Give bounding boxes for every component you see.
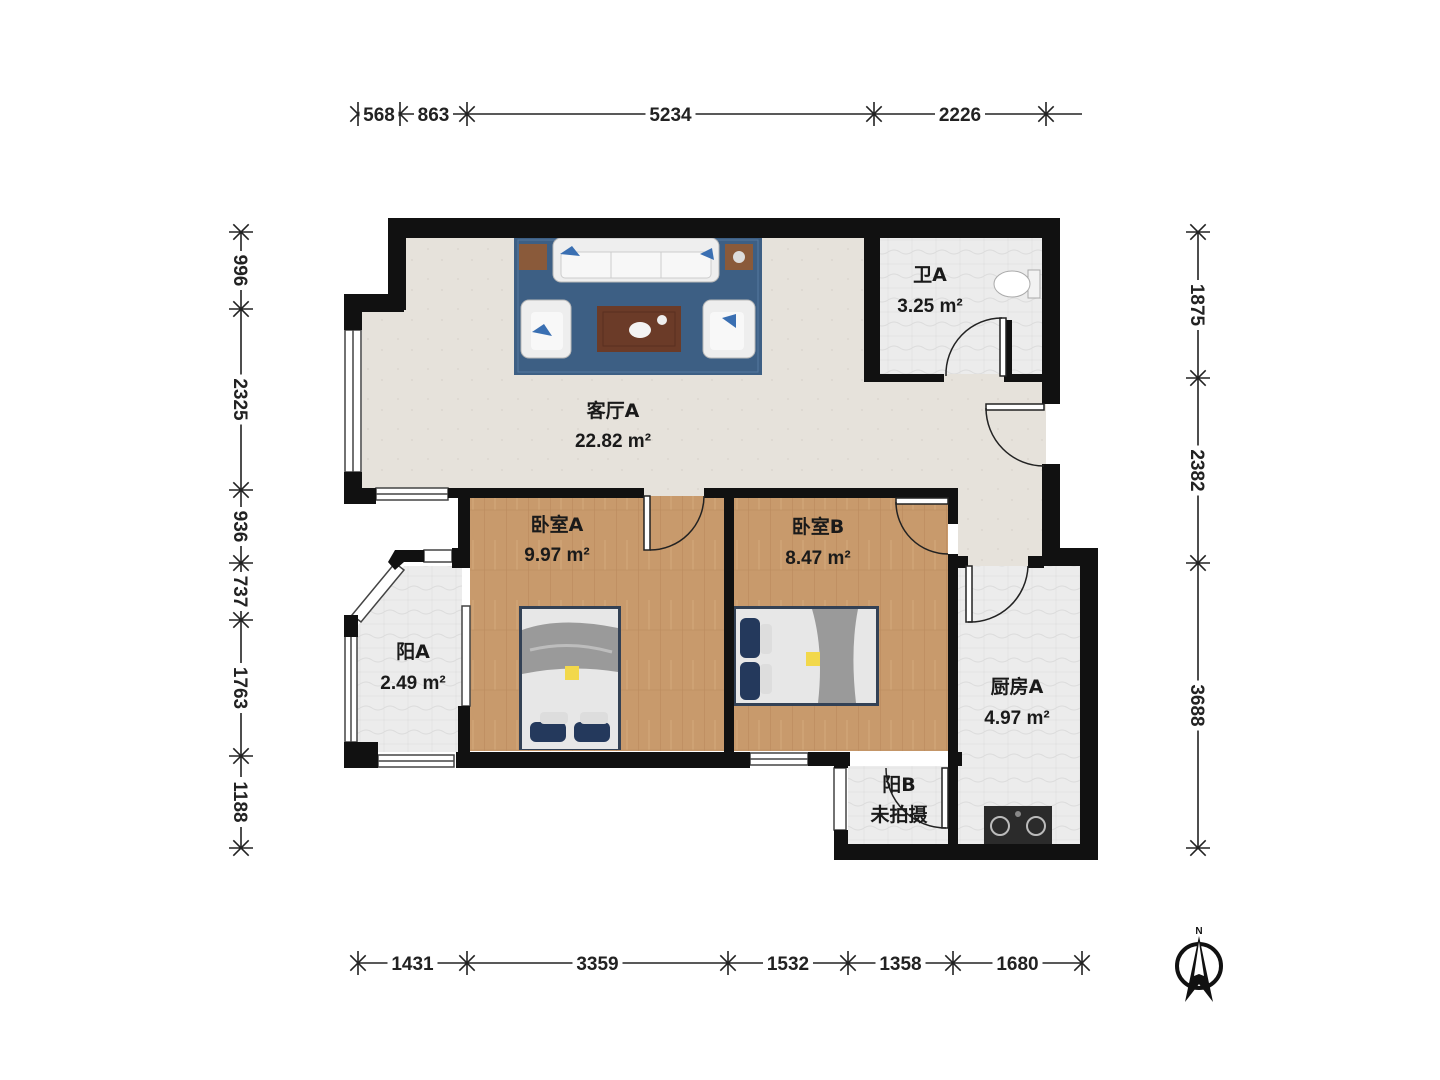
room-bedroom-b-area: 8.47 m² bbox=[785, 548, 850, 569]
window-living-west bbox=[344, 329, 362, 473]
dimension-label-left: 2325 bbox=[229, 378, 250, 421]
compass-icon: N bbox=[1175, 926, 1223, 1002]
room-balcony-b-note: 未拍摄 bbox=[869, 803, 928, 826]
dimension-label-bottom: 1680 bbox=[996, 954, 1038, 975]
dimension-label-left: 737 bbox=[229, 576, 250, 608]
bed-icon bbox=[733, 606, 879, 706]
room-bedroom-a-name: 卧室A bbox=[531, 513, 584, 536]
room-kitchen-area: 4.97 m² bbox=[984, 708, 1049, 729]
dimension-label-bottom: 1431 bbox=[391, 954, 434, 975]
room-bath-area: 3.25 m² bbox=[897, 296, 962, 317]
door-bedroom-b-icon bbox=[895, 497, 949, 555]
door-balcony-b-icon bbox=[885, 767, 949, 829]
dimension-label-bottom: 3359 bbox=[576, 954, 618, 975]
dimension-label-right: 2382 bbox=[1186, 449, 1207, 491]
room-living-area: 22.82 m² bbox=[575, 431, 651, 452]
bed-icon bbox=[519, 606, 621, 750]
window-balcony-a-north bbox=[423, 549, 453, 563]
room-balcony-a-area: 2.49 m² bbox=[380, 673, 445, 694]
living-room-furniture bbox=[514, 237, 762, 375]
toilet-icon bbox=[993, 269, 1041, 299]
dimension-label-bottom: 1532 bbox=[767, 954, 809, 975]
dimension-label-top: 5234 bbox=[649, 105, 692, 126]
dimension-label-right: 1875 bbox=[1186, 284, 1207, 327]
door-entrance-icon bbox=[985, 403, 1045, 467]
room-balcony-b-name: 阳B bbox=[882, 774, 915, 796]
bathroom-fixtures bbox=[993, 269, 1041, 299]
window-balcony-a-west bbox=[344, 635, 358, 743]
room-bedroom-b-name: 卧室B bbox=[792, 515, 844, 538]
window-balcony-b-west bbox=[833, 767, 847, 831]
stove-icon bbox=[984, 806, 1052, 844]
bedroom-a-furniture bbox=[519, 606, 621, 750]
room-bath-name: 卫A bbox=[913, 264, 947, 286]
room-living-name: 客厅A bbox=[587, 399, 640, 422]
walls bbox=[344, 218, 1098, 860]
dimension-label-top: 568 bbox=[363, 105, 395, 126]
doors bbox=[643, 317, 1045, 829]
room-kitchen-name: 厨房A bbox=[991, 675, 1044, 698]
room-labels: 客厅A 22.82 m² 卫A 3.25 m² 卧室A 9.97 m² 卧室B … bbox=[380, 264, 1049, 826]
room-bedroom-a-area: 9.97 m² bbox=[524, 545, 589, 566]
compass-north-label: N bbox=[1195, 926, 1202, 937]
kitchen-fixtures bbox=[984, 806, 1052, 844]
dimension-label-bottom: 1358 bbox=[879, 954, 921, 975]
door-bathroom-icon bbox=[945, 317, 1007, 377]
window-balcony-a-south bbox=[377, 754, 455, 768]
window-bedroom-b-south bbox=[749, 752, 809, 766]
dimension-label-top: 2226 bbox=[939, 105, 981, 126]
bathroom-floor bbox=[880, 238, 1044, 374]
side-table-icon bbox=[519, 244, 547, 270]
dimension-label-left: 996 bbox=[229, 255, 250, 287]
bedroom-b-furniture bbox=[733, 606, 879, 706]
dimension-label-left: 1188 bbox=[229, 781, 250, 822]
door-kitchen-icon bbox=[965, 565, 1029, 623]
kitchen-floor bbox=[958, 566, 1080, 844]
dimension-label-right: 3688 bbox=[1186, 684, 1207, 726]
sliding-door-balcony-a bbox=[461, 605, 471, 707]
room-balcony-a-name: 阳A bbox=[396, 641, 430, 663]
window-living-south bbox=[375, 487, 449, 501]
dimension-label-top: 863 bbox=[418, 105, 450, 126]
door-bedroom-a-icon bbox=[643, 495, 705, 551]
windows bbox=[344, 329, 847, 831]
dimension-label-left: 1763 bbox=[229, 667, 250, 709]
dimension-label-left: 936 bbox=[229, 511, 250, 543]
balcony-a-floor bbox=[356, 566, 462, 752]
dimension-lines: 568 863 5234 2226 1431 3359 1532 1358 1680 996 232… bbox=[229, 102, 1210, 975]
